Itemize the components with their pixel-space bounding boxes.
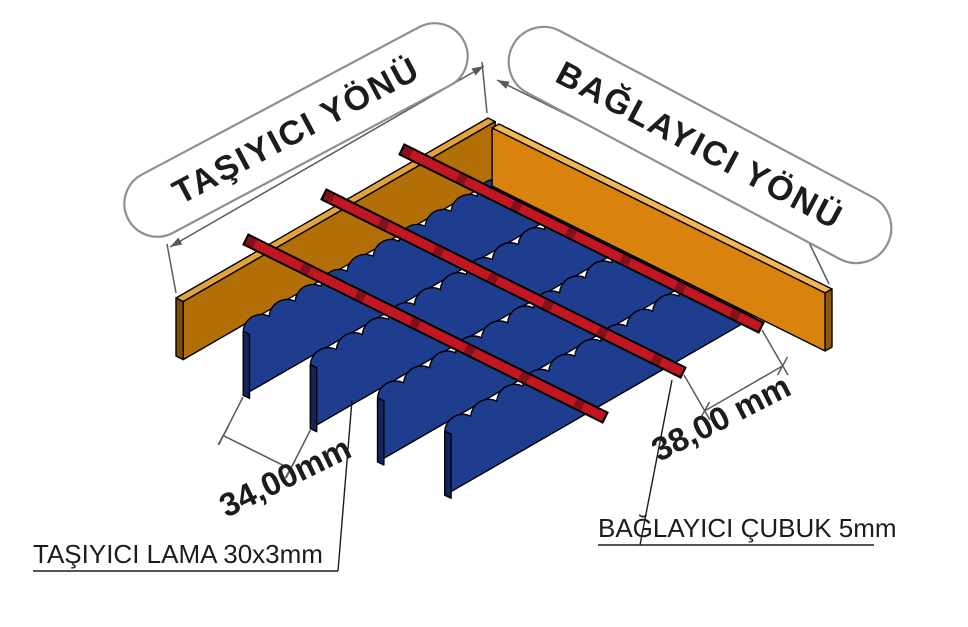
- carrier-plate-end: [309, 363, 318, 433]
- extension-line: [683, 374, 711, 421]
- right-band-end-face: [824, 288, 833, 352]
- connector-rod: [398, 143, 765, 334]
- capsule-outline: [507, 25, 893, 265]
- right-edge-band: [491, 123, 833, 352]
- connector-rods: [242, 143, 765, 424]
- callout-carrier-bar: TAŞIYICI LAMA 30x3mm: [33, 399, 353, 572]
- carrier-plate-end: [444, 430, 452, 499]
- dimension-tick: [776, 356, 789, 376]
- left-band-end-face: [175, 297, 184, 361]
- capsule-outline: [123, 22, 469, 238]
- extension-line: [761, 329, 789, 376]
- dimension-carrier-spacing: 34,00mm: [213, 396, 357, 524]
- connector-rod: [242, 233, 609, 424]
- carrier-plate-end: [242, 330, 251, 400]
- arrowhead-icon: [497, 80, 510, 89]
- arrowhead-icon: [471, 66, 484, 76]
- rod-twist-marks: [323, 190, 684, 377]
- rod-twist-marks: [245, 235, 606, 422]
- carrier-plate-end: [376, 397, 385, 466]
- extension-line: [166, 243, 177, 294]
- arrowhead-icon: [170, 237, 183, 247]
- dimension-tick: [284, 459, 297, 479]
- callout-connector-rod: BAĞLAYICI ÇUBUK 5mm: [598, 379, 897, 546]
- dimension-tick: [217, 426, 229, 445]
- rod-twist-marks: [401, 145, 762, 332]
- leader-line: [337, 399, 353, 572]
- dimension-line: [704, 365, 783, 412]
- dimension-tick: [698, 401, 711, 421]
- dimension-line: [222, 434, 291, 470]
- connector-rod: [320, 188, 687, 379]
- leader-line: [639, 379, 673, 546]
- carrier-bar-label: TAŞIYICI LAMA 30x3mm: [33, 539, 323, 569]
- carrier-plates: [242, 152, 755, 499]
- connector-rod-label: BAĞLAYICI ÇUBUK 5mm: [598, 513, 897, 543]
- extension-line: [481, 61, 488, 114]
- connector-spacing-value: 38,00 mm: [645, 367, 796, 468]
- carrier-spacing-value: 34,00mm: [213, 429, 356, 524]
